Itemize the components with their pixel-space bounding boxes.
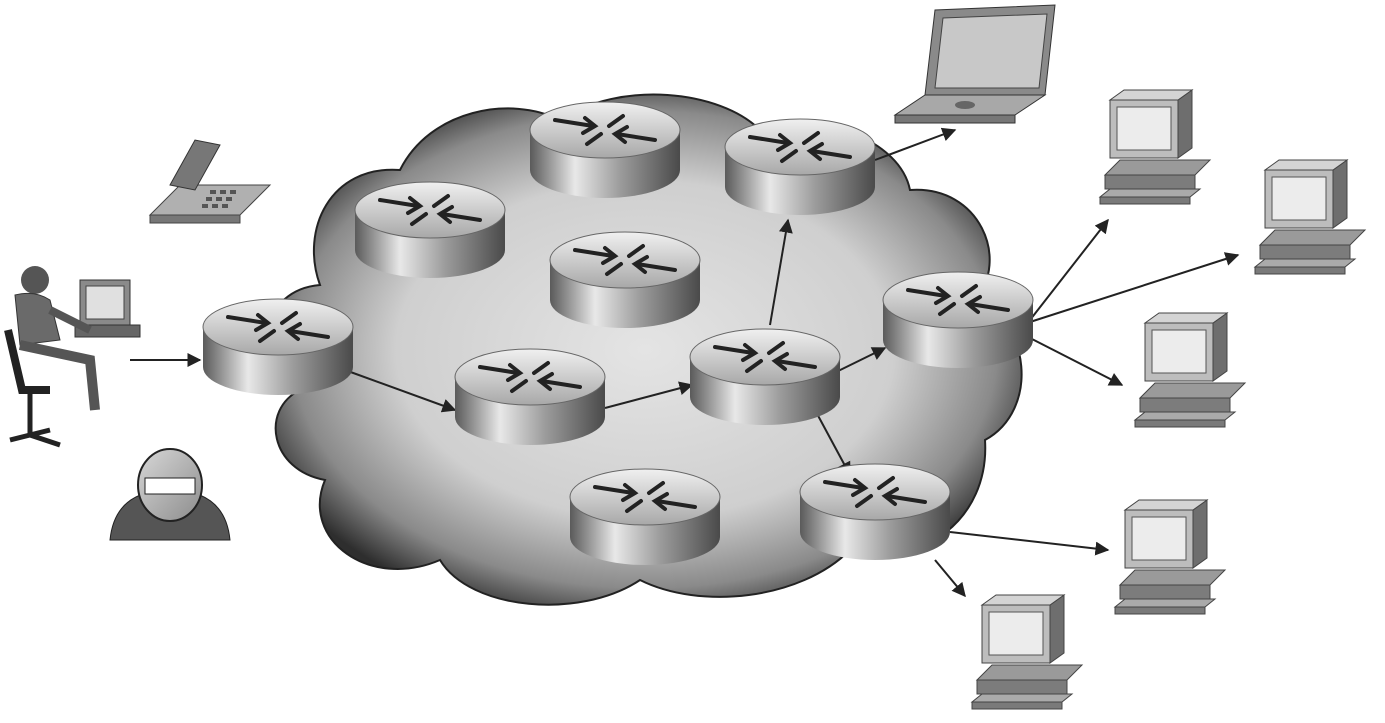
link-router-c-to-router-top [769, 218, 793, 326]
router-icon [688, 327, 842, 427]
workstation-icon [971, 594, 1083, 710]
workstation-icon [1114, 499, 1226, 615]
video-camera-icon [109, 448, 231, 541]
router-icon [201, 297, 355, 397]
ip-phone-icon [148, 139, 272, 224]
router-icon [568, 467, 722, 567]
router-icon [723, 117, 877, 217]
receivers [971, 89, 1366, 710]
router-icon [548, 230, 702, 330]
laptop-icon [893, 4, 1056, 124]
link-to-pc-4 [949, 531, 1110, 556]
workstation-icon [1254, 159, 1366, 275]
workstation-icon [1099, 89, 1211, 205]
router-icon [453, 347, 607, 447]
link-router-a-to-router-b [344, 369, 457, 413]
link-to-pc-3 [1029, 337, 1124, 386]
router-icon [353, 180, 507, 280]
link-router-c-to-router-bottom [814, 409, 851, 477]
link-to-pc-5 [934, 559, 966, 598]
router-icon [881, 270, 1035, 370]
link-to-laptop [874, 127, 957, 161]
workstation-icon [1134, 312, 1246, 428]
router-icon [798, 462, 952, 562]
user-at-workstation-icon [4, 266, 141, 448]
link-to-pc-1 [1029, 218, 1109, 321]
link-to-pc-2 [1029, 252, 1240, 323]
link-router-b-to-router-c [604, 381, 694, 409]
router-icon [528, 100, 682, 200]
multicast-links [130, 127, 1240, 598]
